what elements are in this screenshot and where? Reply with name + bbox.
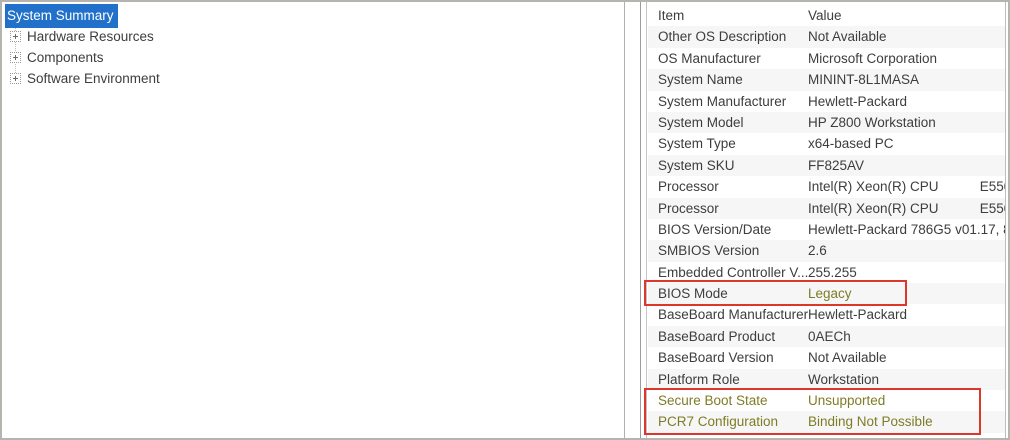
details-panel: Item Value Other OS Description Not Avai… (640, 2, 1006, 438)
list-header-row: Item Value (648, 5, 1005, 26)
item-cell: Processor (658, 179, 719, 195)
value-cell: Not Available (808, 350, 887, 366)
column-header-value[interactable]: Value (808, 8, 842, 23)
value-cell: Intel(R) Xeon(R) CPU E5506 (808, 200, 1005, 216)
item-cell: BIOS Version/Date (658, 221, 772, 237)
item-cell: System Model (658, 114, 744, 130)
value-cell: Hewlett-Packard (808, 307, 908, 323)
table-row[interactable]: OS Manufacturer Microsoft Corporation (648, 48, 1005, 69)
item-cell: System SKU (658, 157, 735, 173)
item-cell: Embedded Controller V... (658, 264, 808, 280)
value-cell: Hewlett-Packard (808, 93, 908, 109)
expand-plus-icon[interactable] (10, 31, 21, 42)
column-header-item[interactable]: Item (658, 8, 685, 23)
value-cell: Workstation (808, 371, 880, 387)
list-body: Other OS Description Not Available OS Ma… (648, 26, 1005, 433)
table-row[interactable]: BaseBoard Product 0AECh (648, 325, 1005, 348)
value-cell: MININT-8L1MASA (808, 72, 920, 88)
table-row[interactable]: System Manufacturer Hewlett-Packard (648, 91, 1005, 112)
tree-item-label: Components (27, 50, 104, 65)
table-row-secure-boot-state[interactable]: Secure Boot State Unsupported (648, 390, 1005, 411)
table-row[interactable]: Platform Role Workstation (648, 368, 1005, 391)
item-cell: BaseBoard Product (658, 328, 776, 344)
value-cell: Binding Not Possible (808, 414, 933, 430)
tree-connector-line (15, 25, 16, 77)
value-cell: HP Z800 Workstation (808, 114, 936, 130)
tree-item-label: Software Environment (27, 71, 160, 86)
category-tree-panel: System Summary Hardware Resources Compon… (2, 2, 625, 438)
tree-item-label: System Summary (5, 3, 118, 28)
item-cell: Other OS Description (658, 29, 787, 45)
value-cell: Hewlett-Packard 786G5 v01.17, 8/ (808, 221, 1005, 237)
tree-item-hardware-resources[interactable]: Hardware Resources (2, 26, 624, 47)
value-cell: Legacy (808, 286, 852, 302)
tree-item-system-summary[interactable]: System Summary (2, 3, 624, 28)
table-row[interactable]: SMBIOS Version 2.6 (648, 240, 1005, 262)
value-cell: 2.6 (808, 243, 827, 259)
value-cell: Microsoft Corporation (808, 50, 938, 66)
item-cell: BaseBoard Manufacturer (658, 307, 808, 323)
value-cell: Unsupported (808, 393, 886, 409)
table-row[interactable]: System SKU FF825AV (648, 154, 1005, 177)
value-cell: FF825AV (808, 157, 865, 173)
expand-plus-icon[interactable] (10, 52, 21, 63)
value-cell: Not Available (808, 29, 887, 45)
table-row[interactable]: BIOS Version/Date Hewlett-Packard 786G5 … (648, 219, 1005, 240)
table-row[interactable]: System Name MININT-8L1MASA (648, 69, 1005, 91)
table-row[interactable]: Processor Intel(R) Xeon(R) CPU E5506 (648, 197, 1005, 219)
item-cell: Processor (658, 200, 719, 216)
value-cell: 0AECh (808, 328, 851, 344)
value-cell: Intel(R) Xeon(R) CPU E5506 (808, 179, 1005, 195)
table-row[interactable]: Processor Intel(R) Xeon(R) CPU E5506 (648, 176, 1005, 197)
item-cell: SMBIOS Version (658, 243, 760, 259)
expand-plus-icon[interactable] (10, 73, 21, 84)
value-cell: 255.255 (808, 264, 857, 280)
item-cell: PCR7 Configuration (658, 414, 779, 430)
table-row-pcr7-configuration[interactable]: PCR7 Configuration Binding Not Possible (648, 411, 1005, 433)
tree-item-components[interactable]: Components (2, 47, 624, 68)
table-row[interactable]: Embedded Controller V... 255.255 (648, 262, 1005, 283)
item-cell: System Manufacturer (658, 93, 787, 109)
value-cell: x64-based PC (808, 136, 894, 152)
table-row[interactable]: Other OS Description Not Available (648, 26, 1005, 48)
table-row[interactable]: BaseBoard Manufacturer Hewlett-Packard (648, 304, 1005, 325)
table-row-bios-mode[interactable]: BIOS Mode Legacy (648, 283, 1005, 305)
item-cell: BIOS Mode (658, 286, 728, 302)
tree-item-label: Hardware Resources (27, 29, 154, 44)
item-cell: System Type (658, 136, 736, 152)
table-row[interactable]: System Model HP Z800 Workstation (648, 111, 1005, 134)
table-row[interactable]: System Type x64-based PC (648, 133, 1005, 154)
tree-item-software-environment[interactable]: Software Environment (2, 68, 624, 89)
item-cell: Platform Role (658, 371, 740, 387)
table-row[interactable]: BaseBoard Version Not Available (648, 347, 1005, 368)
item-cell: Secure Boot State (658, 393, 768, 409)
item-cell: BaseBoard Version (658, 350, 774, 366)
item-cell: OS Manufacturer (658, 50, 761, 66)
item-cell: System Name (658, 72, 743, 88)
